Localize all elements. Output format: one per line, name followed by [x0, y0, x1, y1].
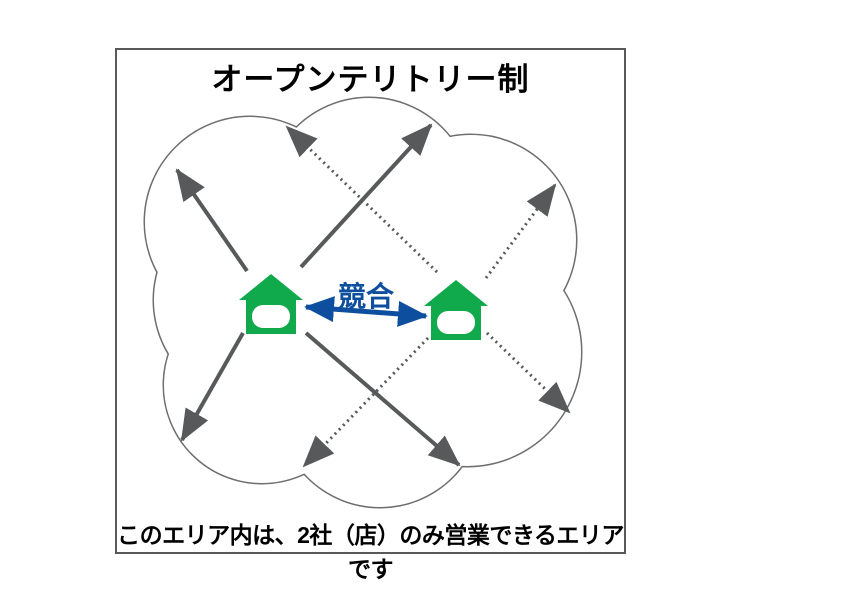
diagram-frame	[115, 48, 626, 554]
reach-arrows-right-store	[285, 125, 571, 468]
reach-arrow-solid-down-right-icon	[304, 331, 461, 467]
reach-arrow-dotted-down-right-icon	[485, 331, 571, 414]
diagram-title: オープンテリトリー制	[211, 62, 530, 97]
store-house-right-icon	[424, 280, 488, 340]
reach-arrow-solid-up-right-icon	[299, 123, 433, 269]
store-house-left-icon	[239, 274, 303, 334]
competition-label: 競合	[337, 281, 394, 312]
diagram-footnote: このエリア内は、2社（店）のみ営業できるエリアです	[117, 522, 624, 582]
reach-arrow-solid-up-left-icon	[175, 168, 249, 273]
competition-arrow-icon	[304, 296, 428, 327]
reach-arrow-solid-down-left-icon	[180, 332, 245, 442]
reach-arrows-left-store	[175, 123, 461, 467]
reach-arrow-dotted-up-right-icon	[484, 183, 557, 279]
